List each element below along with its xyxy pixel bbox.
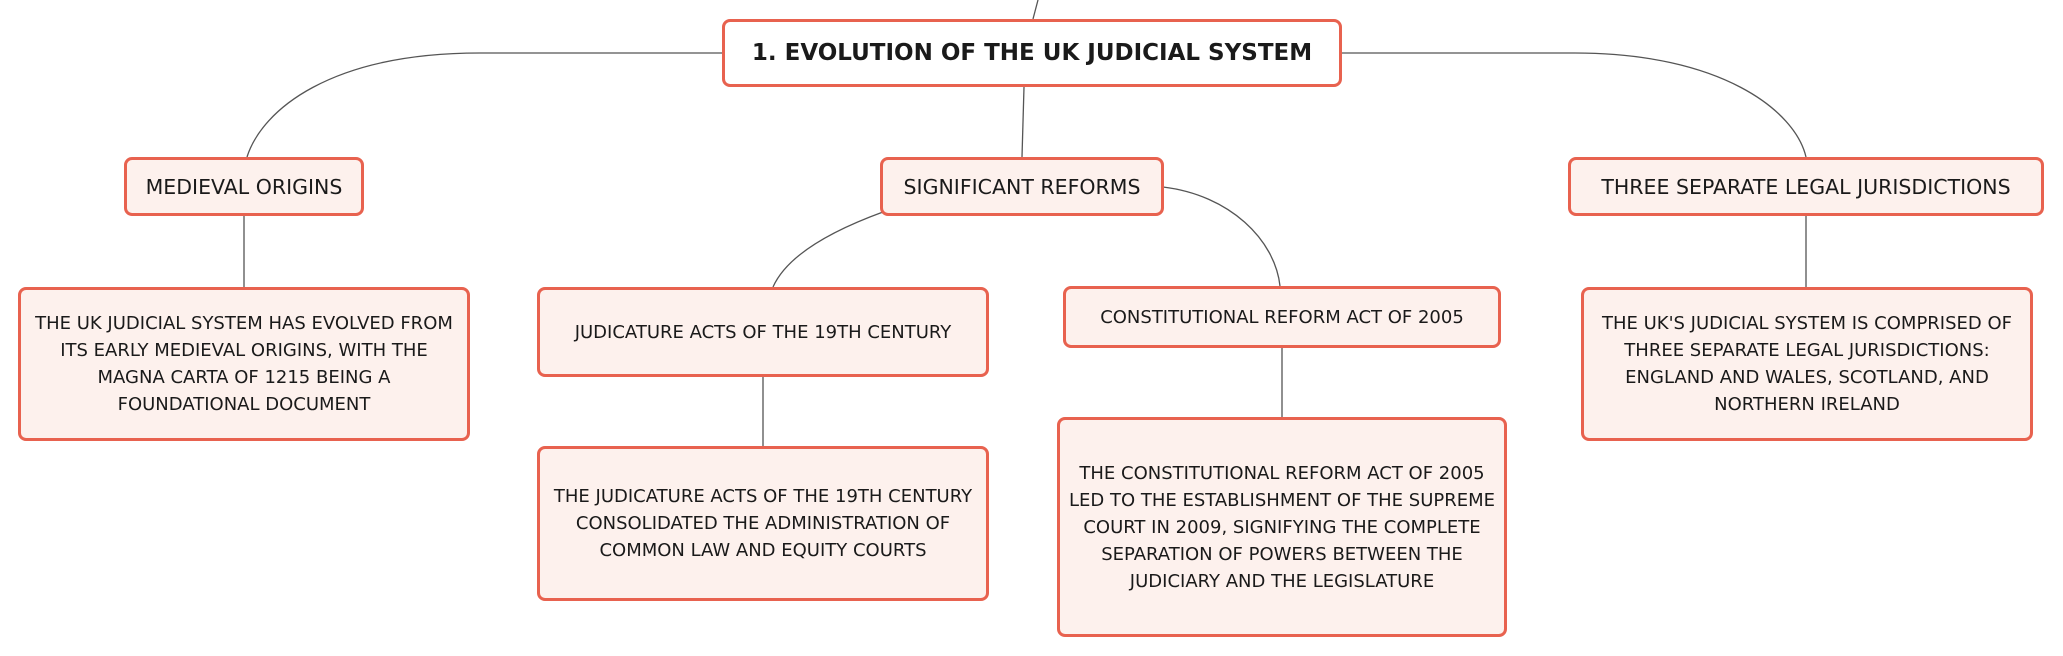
detail-judicature-acts[interactable]: THE JUDICATURE ACTS OF THE 19TH CENTURY … (537, 446, 989, 601)
branch-three-jurisdictions[interactable]: THREE SEPARATE LEGAL JURISDICTIONS (1568, 157, 2044, 216)
detail-judicature-acts-text: THE JUDICATURE ACTS OF THE 19TH CENTURY … (553, 486, 973, 561)
branch-medieval-origins-label: MEDIEVAL ORIGINS (145, 174, 343, 199)
connector-root-to-medieval-origins (246, 52, 722, 158)
branch-three-jurisdictions-label: THREE SEPARATE LEGAL JURISDICTIONS (1601, 174, 2011, 199)
connector-root-to-significant-reforms (1021, 86, 1025, 158)
root-topic-label: 1. EVOLUTION OF THE UK JUDICIAL SYSTEM (751, 40, 1313, 66)
detail-medieval-origins-text: THE UK JUDICIAL SYSTEM HAS EVOLVED FROM … (35, 313, 453, 415)
connector-reforms-to-judicature-acts (772, 211, 884, 288)
branch-medieval-origins[interactable]: MEDIEVAL ORIGINS (124, 157, 364, 216)
detail-three-jurisdictions[interactable]: THE UK'S JUDICIAL SYSTEM IS COMPRISED OF… (1581, 287, 2033, 441)
root-topic[interactable]: 1. EVOLUTION OF THE UK JUDICIAL SYSTEM (722, 19, 1342, 87)
subtopic-judicature-acts-label: JUDICATURE ACTS OF THE 19TH CENTURY (574, 321, 952, 343)
detail-three-jurisdictions-text: THE UK'S JUDICIAL SYSTEM IS COMPRISED OF… (1601, 313, 2013, 415)
branch-significant-reforms-label: SIGNIFICANT REFORMS (903, 174, 1141, 199)
subtopic-constitutional-reform-act[interactable]: CONSTITUTIONAL REFORM ACT OF 2005 (1063, 286, 1501, 348)
connector-parent-to-root (1032, 0, 1039, 20)
subtopic-constitutional-reform-act-label: CONSTITUTIONAL REFORM ACT OF 2005 (1100, 306, 1464, 328)
subtopic-judicature-acts[interactable]: JUDICATURE ACTS OF THE 19TH CENTURY (537, 287, 989, 377)
detail-constitutional-reform-act-text: THE CONSTITUTIONAL REFORM ACT OF 2005 LE… (1068, 462, 1496, 592)
detail-medieval-origins[interactable]: THE UK JUDICIAL SYSTEM HAS EVOLVED FROM … (18, 287, 470, 441)
connector-root-to-three-jurisdictions (1342, 52, 1807, 158)
connector-reforms-to-constitutional-reform-act (1162, 186, 1281, 287)
branch-significant-reforms[interactable]: SIGNIFICANT REFORMS (880, 157, 1164, 216)
detail-constitutional-reform-act[interactable]: THE CONSTITUTIONAL REFORM ACT OF 2005 LE… (1057, 417, 1507, 637)
